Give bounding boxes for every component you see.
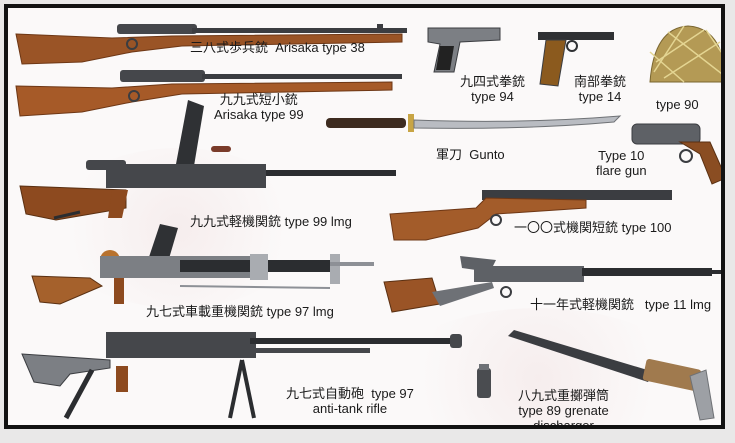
label-japanese: 九七式自動砲: [286, 386, 365, 401]
label-japanese: 十一年式軽機関銃: [530, 297, 635, 312]
type-90-helmet-image: [649, 25, 721, 83]
label-english: Arisaka type 99: [214, 107, 304, 122]
background-blot: [388, 308, 688, 425]
label-english: type 94: [471, 89, 514, 104]
type-10-flare-gun-label: Type 10 flare gun: [596, 148, 647, 178]
arisaka-type-99-image: [15, 70, 402, 117]
label-japanese: 九四式拳銃: [460, 74, 526, 89]
type-100-smg-label: 一〇〇式機関短銃 type 100: [514, 220, 672, 235]
label-japanese: 九九式軽機関銃: [190, 214, 282, 229]
label-english-2: anti-tank rifle: [312, 401, 388, 416]
label-japanese: 九九式短小銃: [219, 92, 298, 107]
grenade-round-image: [477, 364, 491, 398]
type-97-vehicle-mg-image: [31, 224, 374, 305]
type-10-flare-gun-image: [631, 123, 721, 185]
label-english: Gunto: [469, 147, 505, 162]
label-english: type 97 lmg: [266, 304, 334, 319]
label-english: type 100: [621, 220, 672, 235]
type-100-smg-image: [389, 190, 672, 241]
type-99-lmg-label: 九九式軽機関銃 type 99 lmg: [190, 214, 352, 229]
arisaka-type-38-label: 三八式歩兵銃 Arisaka type 38: [190, 40, 365, 55]
type-97-anti-tank-rifle-label: 九七式自動砲 type 97 anti-tank rifle: [286, 386, 414, 416]
label-japanese: 一〇〇式機関短銃: [514, 220, 619, 235]
label-english: type 99 lmg: [284, 214, 352, 229]
label-english: Type 10: [598, 148, 645, 163]
type-97-vehicle-mg-label: 九七式車載重機関銃 type 97 lmg: [146, 304, 334, 319]
type-94-pistol-label: 九四式拳銃 type 94: [460, 74, 525, 104]
label-japanese: 九七式車載重機関銃: [146, 304, 264, 319]
label-japanese: 八九式重擲弾筒: [518, 388, 610, 403]
type-99-lmg-image: [19, 100, 396, 221]
type-14-pistol-image: [538, 32, 614, 87]
label-english-2: discharger: [533, 418, 594, 429]
type-97-anti-tank-rifle-image: [21, 332, 462, 420]
arisaka-type-38-image: [15, 24, 407, 65]
poster-frame: 三八式歩兵銃 Arisaka type 38 九九式短小銃 Arisaka ty…: [4, 4, 725, 429]
label-english: type 14: [578, 89, 622, 104]
type-90-helmet-label: type 90: [656, 97, 699, 112]
type-11-lmg-label: 十一年式軽機関銃 type 11 lmg: [530, 297, 711, 312]
label-japanese: 南部拳銃: [574, 74, 627, 89]
type-14-pistol-label: 南部拳銃 type 14: [574, 74, 626, 104]
label-english: type 89 grenate: [518, 403, 609, 418]
label-japanese: 軍刀: [436, 147, 463, 162]
type-89-grenade-discharger-label: 八九式重擲弾筒 type 89 grenate discharger: [518, 388, 610, 429]
label-english: Arisaka type 38: [275, 40, 365, 55]
label-english-2: flare gun: [596, 163, 647, 178]
label-japanese: 三八式歩兵銃: [190, 40, 269, 55]
gunto-label: 軍刀 Gunto: [436, 147, 505, 162]
type-11-lmg-image: [383, 256, 721, 313]
arisaka-type-99-label: 九九式短小銃 Arisaka type 99: [214, 92, 304, 122]
type-89-grenade-discharger-image: [508, 330, 715, 421]
label-english: type 97: [371, 386, 414, 401]
label-english: type 11 lmg: [644, 297, 712, 312]
type-94-pistol-image: [427, 27, 501, 73]
gunto-sword-image: [326, 114, 622, 132]
